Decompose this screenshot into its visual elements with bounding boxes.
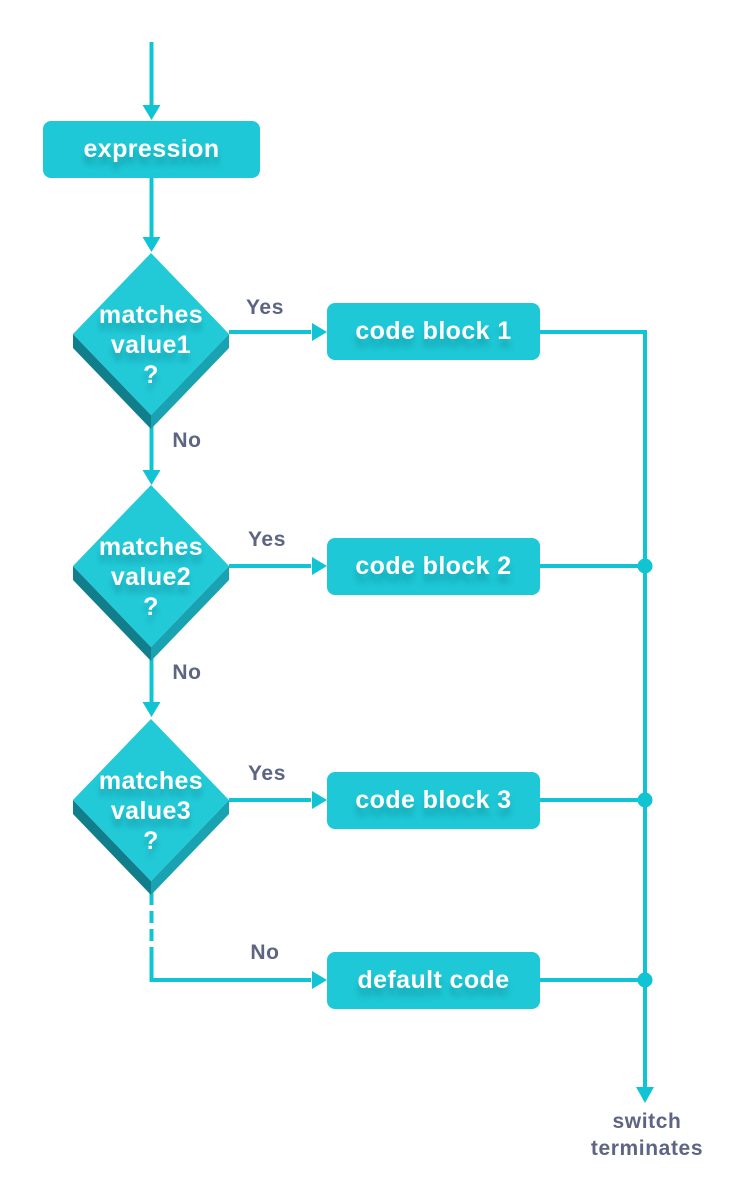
terminator-line-2: terminates: [590, 1137, 704, 1160]
code-block-2-node: code block 2: [327, 538, 540, 595]
yes-label-1: Yes: [245, 296, 284, 319]
code-block-3-node: code block 3: [327, 772, 540, 829]
switch-terminates-label: switch terminates: [567, 1108, 727, 1162]
edge-decision3-no-default: [149, 881, 327, 989]
decision-2-line-3: ?: [143, 593, 159, 621]
no-label-3: No: [250, 941, 280, 964]
start-arrow: [142, 42, 161, 120]
decision-3-line-3: ?: [143, 827, 159, 855]
decision-1-line-2: value1: [110, 331, 192, 359]
decision-diamond-3: [73, 719, 229, 895]
no-label-1: No: [172, 429, 202, 452]
decision-1-line-3: ?: [143, 361, 159, 389]
edge-codeblock2-join: [540, 558, 653, 574]
decision-2-line-1: matches: [98, 533, 204, 561]
yes-label-2: Yes: [247, 528, 286, 551]
decision-3-line-1: matches: [98, 767, 204, 795]
edge-decision1-yes: [229, 323, 327, 341]
terminator-line-1: switch: [612, 1110, 682, 1133]
right-rail: [540, 330, 654, 1103]
decision-diamond-2: [73, 485, 229, 661]
edge-decision3-yes: [229, 791, 327, 809]
decision-3-line-2: value3: [110, 797, 192, 825]
decision-1-label: matches value1 ?: [71, 300, 231, 390]
junction-dot: [637, 792, 653, 808]
no-label-2: No: [172, 661, 202, 684]
code-block-1-node: code block 1: [327, 303, 540, 360]
edge-codeblock3-join: [540, 792, 653, 808]
junction-dot: [637, 558, 653, 574]
decision-3-label: matches value3 ?: [71, 766, 231, 856]
edge-default-join: [540, 972, 653, 988]
junction-dot: [637, 972, 653, 988]
edge-decision2-yes: [229, 557, 327, 575]
edge-expression-to-decision1: [142, 178, 161, 252]
decision-diamond-1: [73, 253, 229, 429]
decision-2-line-2: value2: [110, 563, 192, 591]
yes-label-3: Yes: [247, 762, 286, 785]
default-code-node: default code: [327, 952, 540, 1009]
decision-2-label: matches value2 ?: [71, 532, 231, 622]
decision-1-line-1: matches: [98, 301, 204, 329]
expression-node: expression: [43, 121, 260, 178]
